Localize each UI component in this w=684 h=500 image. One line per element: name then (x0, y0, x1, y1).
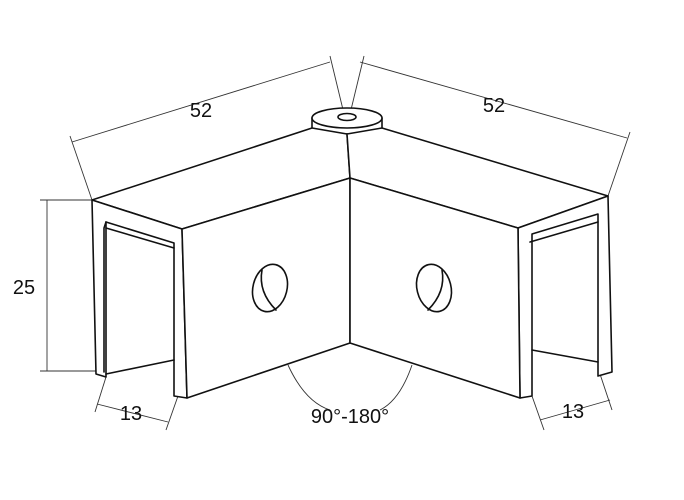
angle-range-indicator: 90°-180° (287, 364, 413, 428)
dim-top-right-52: 52 (348, 55, 631, 197)
mounting-hole-right (415, 263, 453, 313)
front-right-face (349, 177, 521, 399)
left-channel (91, 199, 188, 399)
dim-label-top-left: 52 (190, 100, 212, 122)
dim-label-top-right: 52 (483, 95, 505, 117)
dim-bottom-right-13: 13 (531, 373, 613, 431)
dim-height-25: 25 (13, 199, 96, 372)
dim-label-height: 25 (13, 277, 35, 299)
dim-label-bottom-right: 13 (562, 401, 584, 423)
dim-top-left-52: 52 (69, 55, 346, 201)
angle-range-label: 90°-180° (311, 406, 389, 428)
dim-label-bottom-left: 13 (120, 403, 142, 425)
mounting-hole-left (251, 263, 289, 313)
dim-bottom-left-13: 13 (94, 376, 179, 431)
right-channel (517, 195, 613, 399)
